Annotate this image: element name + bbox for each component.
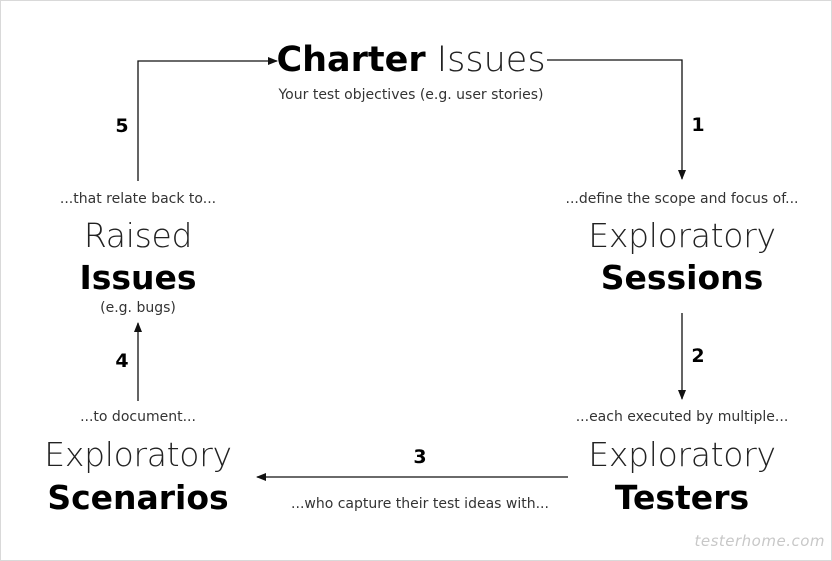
raised-caption: ...that relate back to... xyxy=(59,191,217,207)
testers-line2: Testers xyxy=(614,478,750,517)
step-number-1: 1 xyxy=(691,114,705,136)
step-number-5: 5 xyxy=(115,115,129,137)
scenarios-line2: Scenarios xyxy=(47,478,229,517)
scenarios-line1: Exploratory xyxy=(44,435,232,474)
raised-line1: Raised xyxy=(83,216,193,255)
title-light: Issues xyxy=(436,40,546,80)
arrow-1 xyxy=(547,59,686,180)
title-bold: Charter xyxy=(276,40,426,80)
watermark: testerhome.com xyxy=(694,532,825,550)
sessions-caption: ...define the scope and focus of... xyxy=(565,191,799,207)
raised-line2: Issues xyxy=(79,258,197,297)
title-subtitle: Your test objectives (e.g. user stories) xyxy=(278,87,544,103)
connector-text: ...who capture their test ideas with... xyxy=(291,496,549,512)
diagram-title: Charter Issues xyxy=(276,43,545,78)
step-number-4: 4 xyxy=(115,350,129,372)
scenarios-caption: ...to document... xyxy=(80,409,196,425)
step-number-3: 3 xyxy=(413,446,427,468)
arrow-5 xyxy=(137,57,278,181)
raised-note: (e.g. bugs) xyxy=(100,300,176,316)
testers-caption: ...each executed by multiple... xyxy=(575,409,789,425)
step-number-2: 2 xyxy=(691,345,705,367)
testers-line1: Exploratory xyxy=(588,435,776,474)
sessions-line2: Sessions xyxy=(600,258,764,297)
sessions-line1: Exploratory xyxy=(588,216,776,255)
